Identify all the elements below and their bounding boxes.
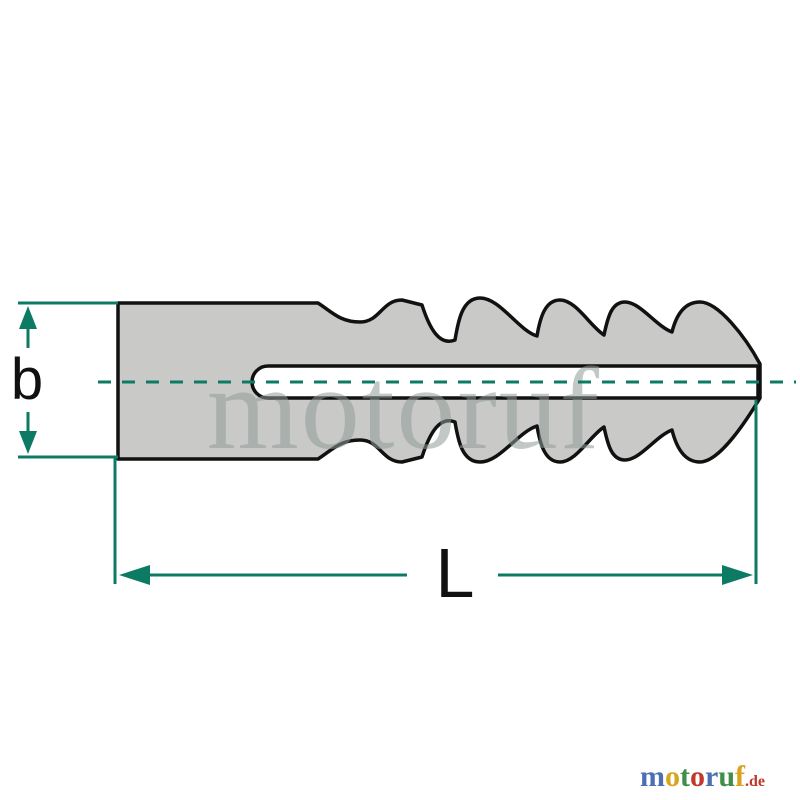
watermark-text: motoruf (207, 343, 601, 474)
length-arrow-right (722, 565, 753, 585)
brand-letter: o (690, 760, 705, 793)
width-arrow-up (19, 306, 37, 329)
length-arrow-left (119, 565, 150, 585)
brand-letter: f (735, 760, 746, 793)
width-label: b (11, 347, 43, 412)
brand-letter: m (640, 760, 665, 793)
brand-letter: t (680, 760, 690, 793)
brand-suffix: .de (745, 773, 765, 790)
brand-letter: o (665, 760, 680, 793)
length-label: L (436, 534, 475, 612)
brand-letter: r (705, 760, 718, 793)
width-arrow-down (19, 431, 37, 454)
brand-logo: motoruf.de (640, 760, 765, 793)
brand-letter: u (718, 760, 735, 793)
svg-text:motoruf.de: motoruf.de (640, 760, 765, 793)
plug-slot (250, 364, 760, 400)
